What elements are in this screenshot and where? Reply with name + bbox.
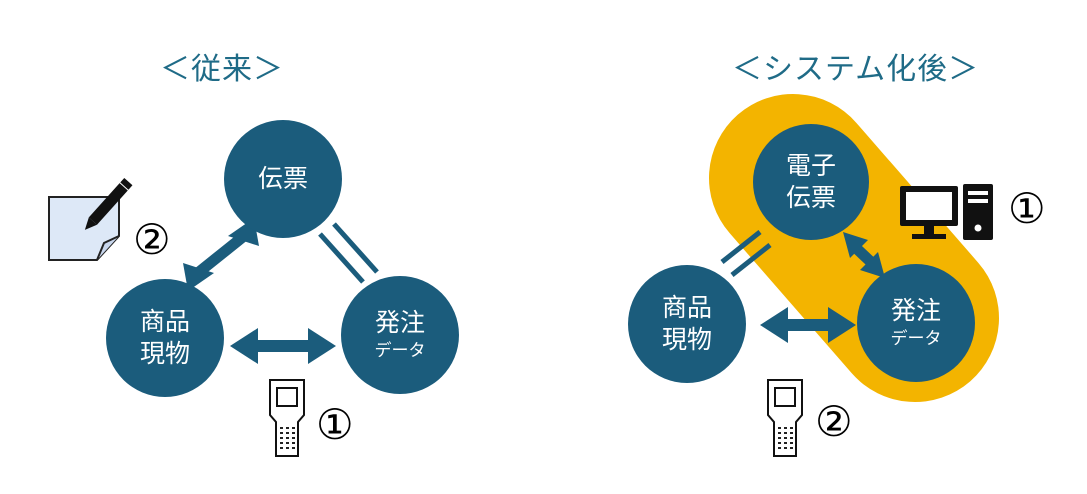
- label-pc-number: ①: [1008, 184, 1046, 233]
- node-goods: 商品 現物: [106, 279, 224, 397]
- node-order-line1: 発注: [374, 308, 425, 337]
- paper-pen-icon: [48, 177, 133, 261]
- node-goods-after: 商品 現物: [628, 265, 746, 383]
- arrow-eslip-order: [843, 232, 885, 278]
- node-goods-line2: 現物: [139, 339, 190, 368]
- double-line-goods-eslip: [720, 230, 772, 277]
- arrow-goods-order: [230, 328, 336, 364]
- arrow-slip-goods: [183, 218, 259, 291]
- node-order: 発注 データ: [341, 276, 459, 394]
- label-scanner-number: ①: [316, 400, 354, 449]
- handheld-scanner-icon: [269, 379, 305, 457]
- node-eslip-line1: 電子: [785, 151, 836, 180]
- double-line-slip-order: [318, 222, 379, 284]
- node-order-after-line1: 発注: [890, 296, 941, 325]
- node-slip: 伝票: [224, 120, 342, 238]
- label-scanner-after-number: ②: [815, 397, 853, 446]
- node-slip-label: 伝票: [257, 164, 308, 193]
- node-goods-line1: 商品: [139, 307, 190, 336]
- title-before: ＜従来＞: [160, 52, 284, 87]
- title-after: ＜システム化後＞: [732, 52, 980, 87]
- label-paper-number: ②: [133, 215, 171, 264]
- node-order-after-line2: データ: [890, 329, 942, 349]
- node-order-after: 発注 データ: [857, 264, 975, 382]
- node-goods-after-line1: 商品: [661, 293, 712, 322]
- node-eslip-line2: 伝票: [785, 183, 836, 212]
- node-eslip: 電子 伝票: [753, 124, 869, 240]
- node-goods-after-line2: 現物: [661, 325, 712, 354]
- handheld-scanner-icon-after: [767, 379, 803, 457]
- arrow-goods-order-after: [760, 307, 856, 343]
- node-order-line2: データ: [374, 341, 426, 361]
- desktop-computer-icon: [900, 184, 993, 240]
